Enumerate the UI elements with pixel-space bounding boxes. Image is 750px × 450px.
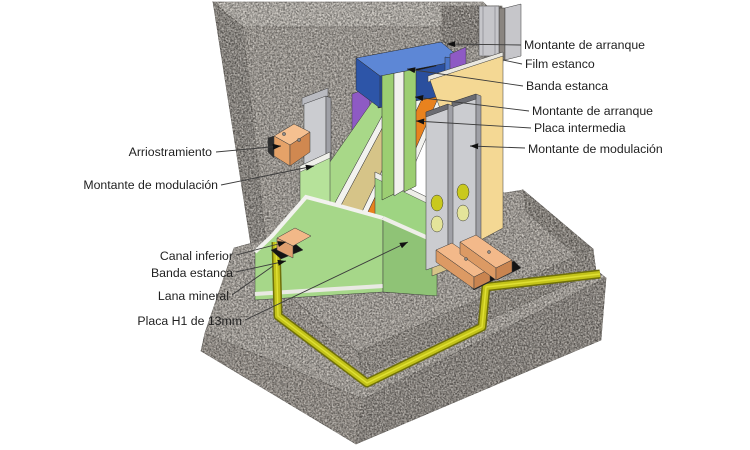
leader-canal-inferior xyxy=(235,241,287,256)
stud-top-open xyxy=(425,103,449,118)
label-montante-modulacion-right: Montante de modulación xyxy=(528,142,663,156)
wood-plate-end xyxy=(495,259,513,281)
label-placa-h1: Placa H1 de 13mm xyxy=(137,314,242,328)
screw xyxy=(282,132,286,136)
label-arriostramiento: Arriostramiento xyxy=(128,145,212,159)
leader-montante-arranque-2 xyxy=(414,95,530,112)
leader-placa-intermedia xyxy=(415,118,532,129)
screw xyxy=(464,257,468,261)
board-edge-white xyxy=(393,65,405,197)
band-highlight xyxy=(275,241,601,384)
screw xyxy=(487,250,491,254)
leader-banda-estanca-right xyxy=(406,67,524,87)
label-film-estanco: Film estanco xyxy=(525,57,595,71)
perimeter-insulation-band xyxy=(271,241,601,388)
metal-stud-side xyxy=(447,103,454,263)
label-banda-estanca-left: Banda estanca xyxy=(150,266,233,280)
starter-stud-top-right xyxy=(504,3,522,61)
leader-montante-modulacion-right xyxy=(469,143,526,150)
embedded-channel xyxy=(478,5,500,57)
leader-film-estanco xyxy=(502,59,523,65)
stud-punchout-hole xyxy=(456,183,470,201)
base-plasterboard-corner xyxy=(253,151,438,301)
leader-banda-estanca-left xyxy=(235,259,287,273)
stud-punchout-hole xyxy=(430,215,444,233)
metal-stud-front-left xyxy=(425,103,449,271)
channel-left-face xyxy=(355,57,381,109)
leader-placa-h1 xyxy=(244,241,409,321)
label-montante-arranque-1: Montante de arranque xyxy=(524,38,646,52)
leader-lines xyxy=(215,41,532,321)
leader-arriostramiento xyxy=(215,143,282,153)
wood-bracing-side xyxy=(289,131,311,167)
label-montante-modulacion-left: Montante de modulación xyxy=(83,178,218,192)
board-cap-white xyxy=(253,194,384,254)
leader-lana-mineral xyxy=(231,265,274,296)
label-montante-arranque-2: Montante de arranque xyxy=(532,104,654,118)
stud-punchout-hole xyxy=(456,204,470,222)
metal-stud-side xyxy=(475,93,482,255)
screw xyxy=(297,138,301,142)
stud-top-tab xyxy=(301,87,329,107)
label-banda-estanca-right: Banda estanca xyxy=(526,79,609,93)
label-placa-intermedia: Placa intermedia xyxy=(534,121,626,135)
label-canal-inferior: Canal inferior xyxy=(159,249,233,263)
channel-flange-lines xyxy=(482,6,496,55)
sole-plates xyxy=(435,234,522,291)
leader-montante-arranque-1 xyxy=(446,41,522,48)
green-starter-stud xyxy=(403,61,417,193)
green-starter-stud xyxy=(381,69,395,201)
stud-punchout-hole xyxy=(430,194,444,212)
leader-montante-modulacion-left xyxy=(220,164,315,186)
label-lana-mineral: Lana mineral xyxy=(157,289,229,303)
